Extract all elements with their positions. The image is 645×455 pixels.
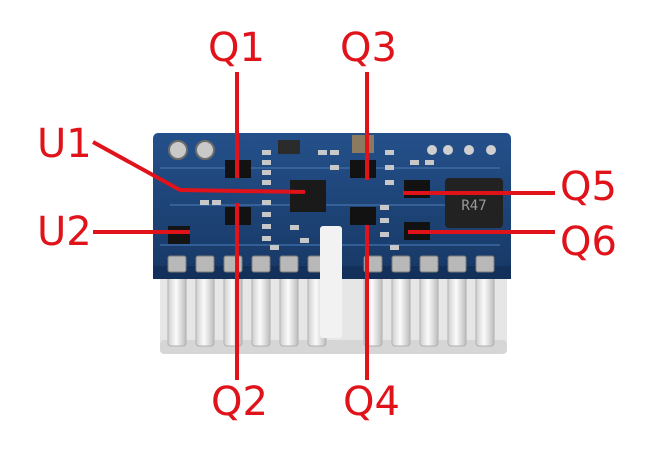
capacitor [352, 135, 374, 153]
inductor-marking: R47 [461, 198, 486, 214]
label-q2: Q2 [211, 379, 268, 425]
label-q3: Q3 [340, 25, 397, 71]
connector-pin [167, 275, 187, 347]
smd-component [262, 160, 271, 165]
callout-line-u1 [179, 188, 306, 194]
smd-component [385, 165, 394, 170]
smd-component [200, 200, 209, 205]
mounting-hole [195, 140, 215, 160]
label-q4: Q4 [343, 379, 400, 425]
smd-component [290, 225, 299, 230]
solder-pad [419, 255, 439, 273]
solder-pad [167, 255, 187, 273]
solder-pad [195, 255, 215, 273]
capacitor [278, 140, 300, 154]
test-pad [443, 145, 453, 155]
connector-pin [391, 275, 411, 347]
smd-component [410, 160, 419, 165]
callout-line-u1 [92, 140, 181, 192]
solder-pad [223, 255, 243, 273]
smd-passives [200, 150, 434, 250]
smd-component [262, 236, 271, 241]
solder-pad [447, 255, 467, 273]
ic-u1 [290, 180, 326, 212]
smd-component [425, 160, 434, 165]
smd-component [262, 224, 271, 229]
smd-component [380, 232, 389, 237]
connector-pin [419, 275, 439, 347]
smd-component [262, 150, 271, 155]
smd-component [262, 200, 271, 205]
smd-component [300, 238, 309, 243]
label-q1: Q1 [208, 25, 265, 71]
test-pad [427, 145, 437, 155]
connector-key [320, 226, 342, 338]
label-u1: U1 [37, 121, 92, 167]
solder-pad [475, 255, 495, 273]
mosfet-q5 [404, 180, 430, 198]
atx-connector [160, 262, 507, 354]
test-pad [486, 145, 496, 155]
pcb-board: R47 [153, 133, 511, 338]
smd-component [380, 218, 389, 223]
mosfet-q4 [350, 207, 376, 225]
callout-lines [92, 72, 555, 380]
smd-component [262, 180, 271, 185]
smd-component [262, 170, 271, 175]
smd-component [385, 180, 394, 185]
solder-pad [279, 255, 299, 273]
label-q5: Q5 [560, 164, 617, 210]
label-u2: U2 [37, 209, 92, 255]
solder-pad [251, 255, 271, 273]
inductor [445, 178, 503, 228]
connector-pin [447, 275, 467, 347]
connector-pin [223, 275, 243, 347]
smd-component [318, 150, 327, 155]
smd-component [330, 165, 339, 170]
mosfet-q3 [350, 160, 376, 178]
ic-u2 [168, 226, 190, 244]
smd-component [330, 150, 339, 155]
smd-component [385, 150, 394, 155]
connector-pin [475, 275, 495, 347]
label-q6: Q6 [560, 219, 617, 265]
test-pad [464, 145, 474, 155]
solder-pad [391, 255, 411, 273]
smd-component [390, 245, 399, 250]
smd-component [380, 205, 389, 210]
mounting-hole [168, 140, 188, 160]
smd-component [212, 200, 221, 205]
smd-component [270, 245, 279, 250]
smd-component [262, 212, 271, 217]
connector-pin [195, 275, 215, 347]
connector-pin [279, 275, 299, 347]
connector-pin [251, 275, 271, 347]
